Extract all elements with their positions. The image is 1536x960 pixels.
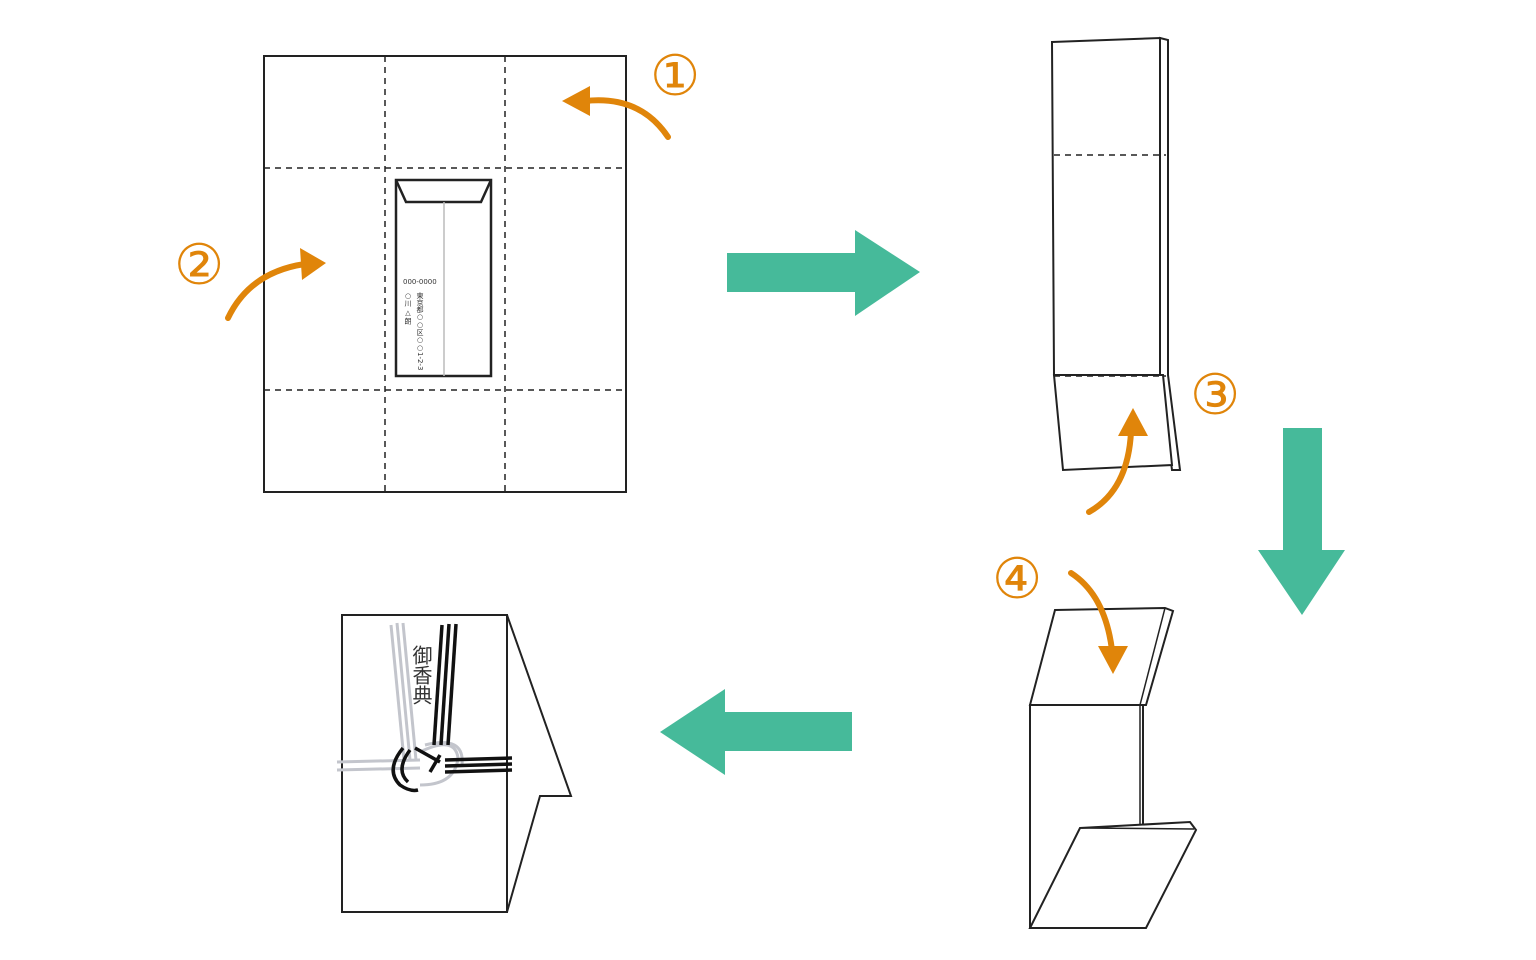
flow-arrow-right — [727, 230, 920, 316]
flow-arrow-left — [660, 689, 852, 775]
flow-arrow-down — [1258, 428, 1345, 615]
envelope-name: ○川 △朗 — [404, 292, 412, 325]
inscription-text: 御香典 — [409, 645, 433, 705]
step-1-marker: ① — [650, 44, 700, 109]
step-2-marker: ② — [174, 233, 224, 298]
fold-arrow-4: ④ — [992, 547, 1128, 674]
fold-arrow-1: ① — [562, 44, 700, 140]
fold-arrow-3: ③ — [1086, 363, 1240, 515]
fold-arrow-2: ② — [174, 233, 326, 321]
finished-package: 御香典 — [336, 614, 573, 913]
envelope-address: 東京都○○区○○1-2-3 — [416, 291, 424, 370]
step-3-marker: ③ — [1190, 363, 1240, 428]
step-4-marker: ④ — [992, 547, 1042, 612]
folded-strip — [1050, 36, 1182, 472]
envelope-postal-code: 000-0000 — [403, 278, 437, 286]
envelope: 000-0000 東京都○○区○○1-2-3 ○川 △朗 — [394, 178, 493, 378]
folded-with-flaps — [1028, 606, 1198, 929]
